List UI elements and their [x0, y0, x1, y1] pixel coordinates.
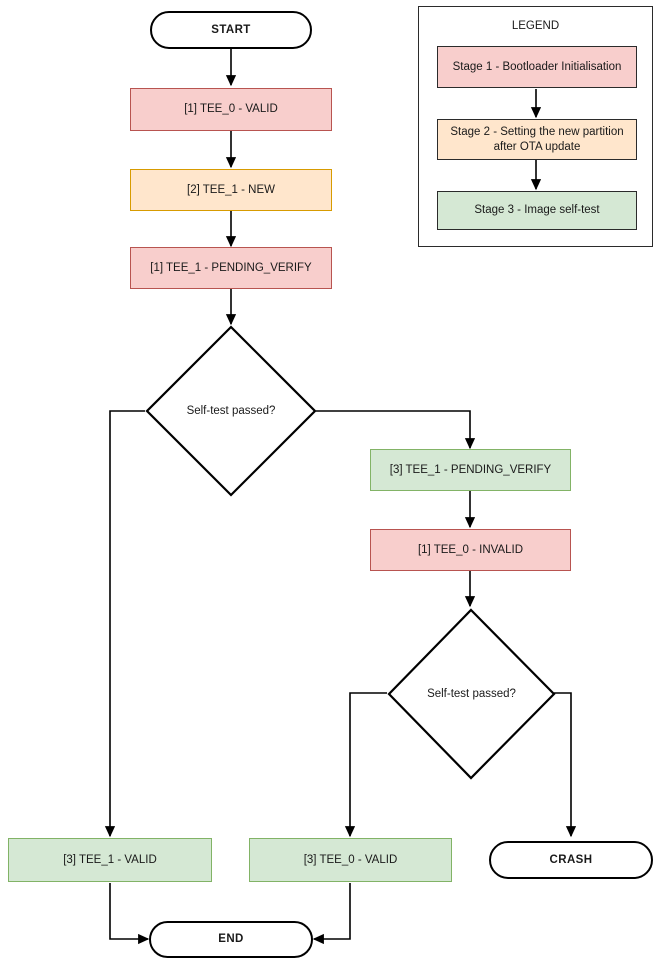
edge-decision1-left-to-tee1valid	[104, 410, 145, 838]
legend-item-stage-2: Stage 2 - Setting the new partition afte…	[437, 119, 637, 160]
node-tee1-pending-verify-3-label: [3] TEE_1 - PENDING_VERIFY	[389, 463, 552, 476]
decision-1-shape	[145, 325, 317, 497]
node-tee1-valid-label: [3] TEE_1 - VALID	[63, 853, 157, 866]
legend-item-stage-1: Stage 1 - Bootloader Initialisation	[437, 46, 637, 88]
node-tee0-invalid-label: [1] TEE_0 - INVALID	[417, 543, 524, 556]
legend-item-stage-1-label: Stage 1 - Bootloader Initialisation	[452, 60, 622, 73]
legend-connectors	[530, 89, 542, 191]
node-decision-1-label: Self-test passed?	[186, 405, 276, 417]
node-crash-label: CRASH	[549, 853, 593, 866]
node-start[interactable]: START	[150, 11, 312, 49]
edge-tee1valid-to-end	[109, 883, 150, 945]
node-tee0-valid[interactable]: [1] TEE_0 - VALID	[130, 88, 332, 131]
node-tee0-invalid[interactable]: [1] TEE_0 - INVALID	[370, 529, 571, 571]
node-tee1-pending-verify-3[interactable]: [3] TEE_1 - PENDING_VERIFY	[370, 449, 571, 491]
legend-item-stage-3: Stage 3 - Image self-test	[437, 191, 637, 230]
node-tee1-pending-verify-1-label: [1] TEE_1 - PENDING_VERIFY	[150, 261, 312, 274]
node-end-label: END	[218, 933, 244, 946]
decision-2-shape	[387, 608, 556, 780]
edge-decision2-right-to-crash	[554, 692, 577, 838]
node-tee1-valid[interactable]: [3] TEE_1 - VALID	[8, 838, 212, 882]
node-start-label: START	[211, 23, 251, 36]
node-tee1-new[interactable]: [2] TEE_1 - NEW	[130, 169, 332, 211]
legend-item-stage-3-label: Stage 3 - Image self-test	[474, 204, 600, 217]
edge-decision2-left-to-tee0valid3	[344, 692, 387, 838]
legend-panel: LEGEND Stage 1 - Bootloader Initialisati…	[418, 6, 653, 247]
node-tee1-new-label: [2] TEE_1 - NEW	[187, 183, 275, 196]
node-decision-2-label: Self-test passed?	[427, 688, 516, 700]
legend-title: LEGEND	[511, 20, 560, 32]
edge-decision1-right-to-pendingverify3	[316, 410, 476, 450]
node-decision-1[interactable]: Self-test passed?	[145, 325, 317, 497]
node-crash[interactable]: CRASH	[489, 841, 653, 879]
edge-tee0valid3-to-end	[312, 883, 351, 945]
node-end[interactable]: END	[149, 921, 313, 958]
node-tee1-pending-verify-1[interactable]: [1] TEE_1 - PENDING_VERIFY	[130, 247, 332, 289]
node-decision-2[interactable]: Self-test passed?	[387, 608, 556, 780]
node-tee0-valid-3-label: [3] TEE_0 - VALID	[303, 853, 398, 866]
legend-item-stage-2-label: Stage 2 - Setting the new partition afte…	[450, 125, 624, 153]
node-tee0-valid-label: [1] TEE_0 - VALID	[184, 103, 278, 116]
node-tee0-valid-3[interactable]: [3] TEE_0 - VALID	[249, 838, 452, 882]
